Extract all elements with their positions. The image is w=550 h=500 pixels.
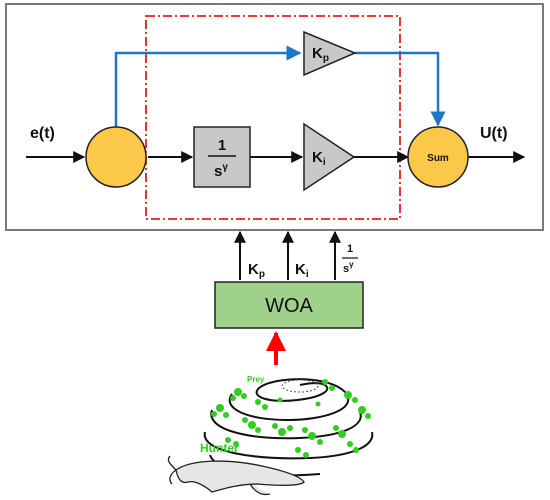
ki-param-label: Ki (295, 261, 309, 280)
fractional-integrator-block (193, 126, 251, 188)
integrator-denominator: sγ (214, 162, 228, 180)
hunter-label: Hunter (200, 441, 239, 455)
prey-label: Prey (247, 375, 265, 384)
kp-branch-path (114, 45, 302, 127)
controller-frame (5, 3, 544, 231)
ki-gain-block (303, 122, 356, 192)
prey-clusters (211, 379, 371, 458)
bubble-cluster (281, 379, 319, 393)
input-signal-label: e(t) (30, 125, 55, 142)
kp-gain-label: Kp (312, 45, 329, 64)
whale-tail-icon (167, 455, 177, 485)
input-node (85, 126, 147, 188)
sum-label: Sum (427, 153, 449, 164)
kp-to-sum-path (355, 51, 446, 127)
whale-bubble-net-illustration: Prey Hunter (167, 375, 374, 496)
kp-param-label: Kp (248, 261, 265, 280)
bubble-net-spiral (203, 378, 374, 477)
gamma-param-numerator: 1 (347, 243, 353, 255)
gamma-param-denominator: sγ (343, 260, 354, 275)
woa-optimizer-block (214, 281, 364, 329)
output-signal-label: U(t) (480, 125, 508, 142)
sum-node (407, 126, 469, 188)
whale-icon (175, 460, 305, 496)
ki-gain-label: Ki (312, 149, 326, 168)
fopi-region (145, 15, 401, 220)
integrator-numerator: 1 (218, 137, 226, 154)
woa-label: WOA (265, 295, 313, 317)
kp-gain-block (303, 30, 357, 77)
